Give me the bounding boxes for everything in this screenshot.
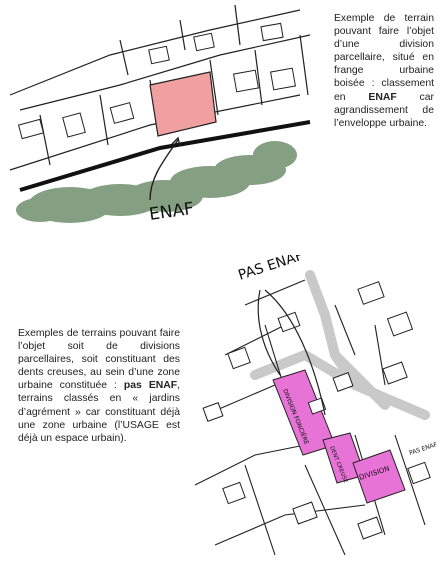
bottom-caption: Exemples de terrains pouvant faire l’obj… xyxy=(18,328,181,444)
pas-enaf-small-label: PAS ENAF xyxy=(408,441,438,457)
division-parcel xyxy=(352,449,406,504)
pas-enaf-arrow xyxy=(257,289,281,376)
woodland-area xyxy=(16,141,297,223)
enaf-parcel xyxy=(149,71,217,137)
house-icons xyxy=(202,281,431,540)
top-sketch-illustration: ENAF xyxy=(9,4,311,225)
roads xyxy=(250,270,430,420)
house-icons xyxy=(17,22,296,140)
bottom-sketch-illustration: PAS ENAF DIVISION FONCIÈRE DENT CREUSE D… xyxy=(194,255,439,556)
pas-enaf-label: PAS ENAF xyxy=(236,255,305,284)
pas-enaf-arrow-2 xyxy=(264,289,326,416)
top-caption: Exemple de terrain pouvant faire l’objet… xyxy=(334,13,434,129)
urban-edge-line xyxy=(19,120,311,192)
enaf-arrow xyxy=(149,139,179,201)
